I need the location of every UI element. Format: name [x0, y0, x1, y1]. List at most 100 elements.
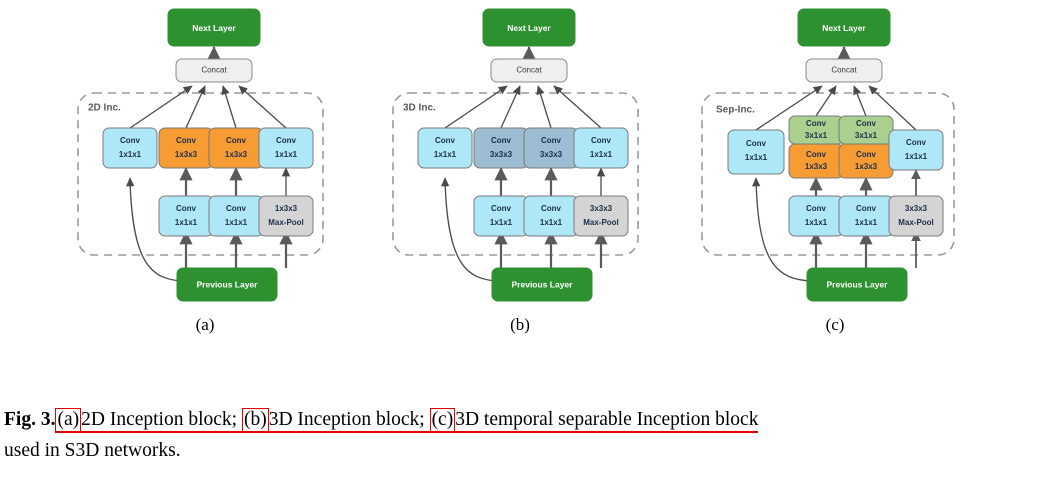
branch-extra-2-line1-c: Conv	[856, 119, 877, 128]
branch-mid-3-maxpool-a: 1x3x3 Max-Pool	[258, 195, 314, 237]
concat-box-a	[175, 58, 253, 83]
branch-top-2-line2-c: 1x3x3	[805, 162, 828, 171]
branch-top-3-line2-b: 3x3x3	[540, 150, 563, 159]
branch-mid-1-line1-b: Conv	[491, 204, 512, 213]
branch-top-1-line1-c: Conv	[746, 139, 767, 148]
group-label-a: 2D Inc.	[88, 103, 121, 114]
arrow-sep2-to-concat-c	[815, 85, 837, 117]
branch-mid-3-line2-c: Max-Pool	[898, 218, 934, 227]
previous-layer-box-c	[806, 267, 908, 302]
branch-top-3-line2-a: 1x3x3	[225, 150, 248, 159]
arrow-prev-to-branch1-a	[126, 177, 187, 282]
caption-ref-a: (a)	[55, 408, 82, 432]
arrow-prev-to-branch1-b	[441, 177, 502, 282]
next-layer-box-a	[167, 8, 261, 47]
branch-top-1-line2-c: 1x1x1	[745, 153, 768, 162]
arrow-top1-to-concat-a	[129, 85, 193, 129]
next-layer-label-b: Next Layer	[507, 23, 551, 33]
panel-c-svg: Sep-Inc. Next Layer Concat Conv 1x1x1	[701, 8, 955, 302]
branch-top-3-line1-a: Conv	[226, 136, 247, 145]
group-dashed-box-c	[701, 92, 955, 256]
caption-text-a: 2D Inception block;	[81, 409, 238, 430]
branch-mid-1-line2-a: 1x1x1	[175, 218, 198, 227]
caption-ref-c: (c)	[429, 408, 456, 432]
arrow-top1-to-concat-c	[755, 85, 823, 131]
group-label-c: Sep-Inc.	[716, 105, 755, 116]
previous-layer-label-c: Previous Layer	[827, 279, 889, 289]
branch-top-2-line2-a: 1x3x3	[175, 150, 198, 159]
arrow-top4-to-concat-a	[238, 85, 287, 129]
branch-top-1-c: Conv 1x1x1	[727, 129, 785, 175]
concat-label-b: Concat	[516, 66, 542, 75]
branch-mid-3-line1-a: 1x3x3	[275, 204, 298, 213]
branch-top-3-line1-c: Conv	[856, 150, 877, 159]
branch-top-3-c: Conv 1x3x3	[838, 143, 894, 179]
arrow-top1-to-concat-b	[444, 85, 508, 129]
branch-mid-1-line1-a: Conv	[176, 204, 197, 213]
branch-top-4-c: Conv 1x1x1	[888, 129, 944, 171]
branch-top-4-line1-c: Conv	[906, 138, 927, 147]
arrow-top4-to-concat-c	[868, 85, 917, 131]
branch-top-1-line2-b: 1x1x1	[434, 150, 457, 159]
previous-layer-label-a: Previous Layer	[197, 279, 259, 289]
branch-mid-3-maxpool-b: 3x3x3 Max-Pool	[573, 195, 629, 237]
branch-top-3-line2-c: 1x3x3	[855, 162, 878, 171]
branch-top-4-line1-a: Conv	[276, 136, 297, 145]
branch-mid-2-line1-a: Conv	[226, 204, 247, 213]
branch-top-2-line1-c: Conv	[806, 150, 827, 159]
previous-layer-box-a	[176, 267, 278, 302]
arrow-top2-to-concat-a	[185, 85, 206, 129]
figure-number: Fig. 3.	[4, 409, 56, 430]
branch-mid-2-line1-b: Conv	[541, 204, 562, 213]
caption-text-c: 3D temporal separable Inception block	[455, 409, 759, 430]
branch-mid-3-line2-b: Max-Pool	[583, 218, 619, 227]
arrow-top2-to-concat-b	[500, 85, 521, 129]
branch-mid-2-line2-b: 1x1x1	[540, 218, 563, 227]
branch-top-2-a: Conv 1x3x3	[158, 127, 214, 169]
branch-top-1-line1-b: Conv	[435, 136, 456, 145]
panel-caption-a: (a)	[195, 315, 215, 334]
branch-top-2-line1-b: Conv	[491, 136, 512, 145]
branch-top-4-b: Conv 1x1x1	[573, 127, 629, 169]
panel-b-svg: 3D Inc. Next Layer Concat Conv 1x1x1	[392, 8, 639, 302]
branch-top-4-line2-b: 1x1x1	[590, 150, 613, 159]
next-layer-box-b	[482, 8, 576, 47]
concat-label-a: Concat	[201, 66, 227, 75]
panel-a-2d-inception: 2D Inc. Next Layer Concat	[40, 0, 370, 345]
branch-mid-3-line1-c: 3x3x3	[905, 204, 928, 213]
branch-top-1-a: Conv 1x1x1	[102, 127, 158, 169]
branch-top-1-b: Conv 1x1x1	[417, 127, 473, 169]
arrow-prev-to-branch1-c	[752, 177, 817, 282]
branch-top-3-b: Conv 3x3x3	[523, 127, 579, 169]
previous-layer-label-b: Previous Layer	[512, 279, 574, 289]
branch-top-1-line2-a: 1x1x1	[119, 150, 142, 159]
branch-extra-2-c: Conv 3x1x1	[838, 115, 894, 145]
group-label-b: 3D Inc.	[403, 103, 436, 114]
branch-mid-2-line2-a: 1x1x1	[225, 218, 248, 227]
next-layer-box-c	[797, 8, 891, 47]
concat-box-b	[490, 58, 568, 83]
branch-top-2-line1-a: Conv	[176, 136, 197, 145]
panel-caption-b: (b)	[510, 315, 530, 334]
arrow-top4-to-concat-b	[553, 85, 602, 129]
branch-mid-1-c: Conv 1x1x1	[788, 195, 844, 237]
arrow-top3-to-concat-b	[536, 85, 552, 129]
branch-extra-1-c: Conv 3x1x1	[788, 115, 844, 145]
arrow-top3-to-concat-a	[221, 85, 237, 129]
figure-diagram: 2D Inc. Next Layer Concat	[40, 0, 955, 345]
branch-mid-1-a: Conv 1x1x1	[158, 195, 214, 237]
previous-layer-box-b	[491, 267, 593, 302]
panel-b-3d-inception: 3D Inc. Next Layer Concat Conv 1x1x1	[355, 0, 685, 345]
branch-top-4-line2-a: 1x1x1	[275, 150, 298, 159]
branch-top-2-c: Conv 1x3x3	[788, 143, 844, 179]
branch-extra-1-line1-c: Conv	[806, 119, 827, 128]
branch-top-2-b: Conv 3x3x3	[473, 127, 529, 169]
branch-mid-1-line2-b: 1x1x1	[490, 218, 513, 227]
figure-caption: Fig. 3.(a)2D Inception block; (b)3D Ince…	[4, 404, 1042, 466]
arrow-sep3-to-concat-c	[853, 85, 867, 117]
branch-mid-1-b: Conv 1x1x1	[473, 195, 529, 237]
branch-mid-2-a: Conv 1x1x1	[208, 195, 264, 237]
branch-top-3-line1-b: Conv	[541, 136, 562, 145]
panel-a-svg: 2D Inc. Next Layer Concat	[77, 8, 324, 302]
branch-top-2-line2-b: 3x3x3	[490, 150, 513, 159]
